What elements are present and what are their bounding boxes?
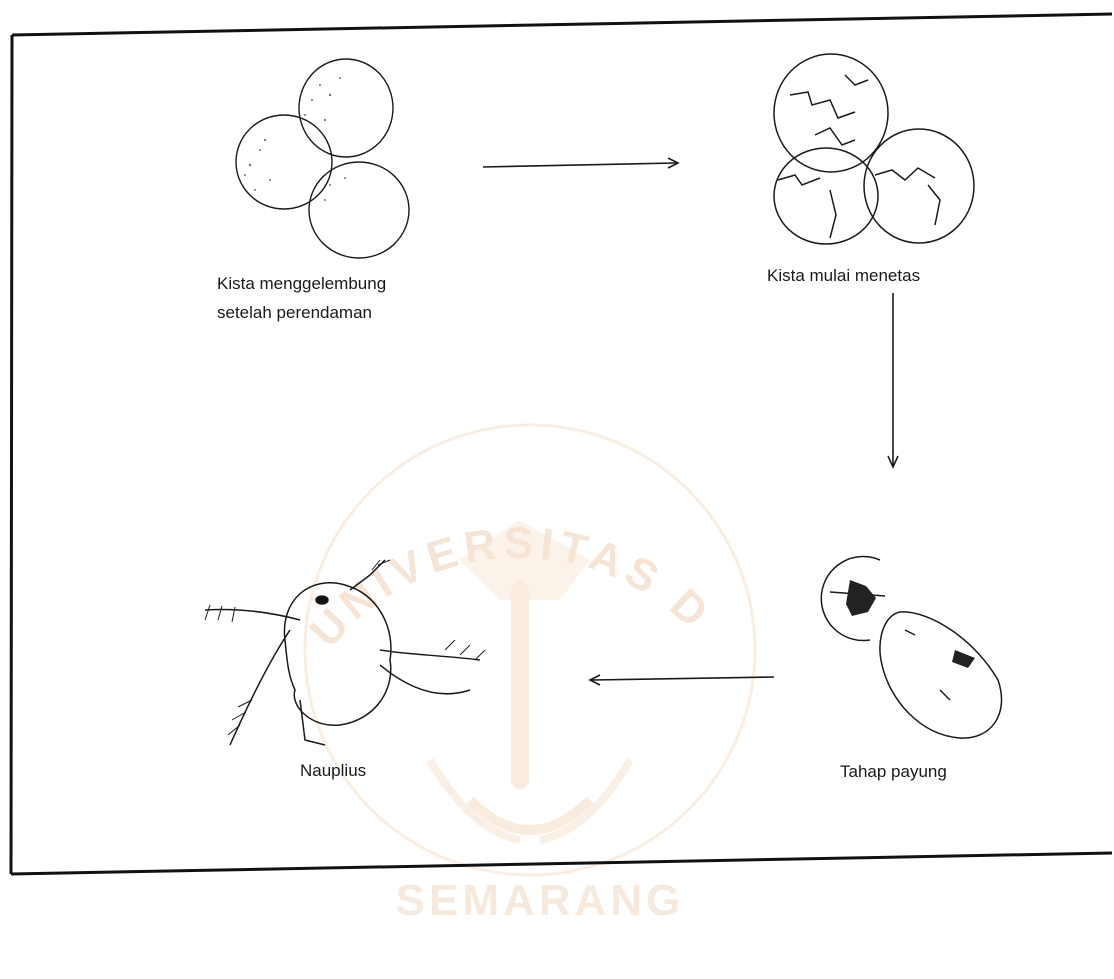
label-swollen-cysts-line2: setelah perendaman [217, 303, 372, 322]
watermark-seal: UNIVERSITAS DIPONEGORO SEMARANG [0, 0, 755, 925]
label-nauplius: Nauplius [300, 761, 366, 780]
hatching-cysts-drawing [774, 54, 974, 244]
arrow-swollen-to-hatching [483, 158, 678, 168]
label-swollen-cysts-line1: Kista menggelembung [217, 274, 386, 293]
label-hatching-cysts: Kista mulai menetas [767, 266, 920, 285]
swollen-cysts-drawing [236, 59, 409, 258]
umbrella-stage-drawing [821, 557, 1001, 739]
watermark-arc-text: UNIVERSITAS DIPONEGORO [0, 0, 722, 656]
diagram-frame [11, 14, 1112, 874]
label-umbrella-stage: Tahap payung [840, 762, 947, 781]
arrow-hatching-to-umbrella [888, 293, 898, 467]
arrow-umbrella-to-nauplius [590, 675, 774, 685]
watermark-bottom-text: SEMARANG [396, 876, 685, 925]
